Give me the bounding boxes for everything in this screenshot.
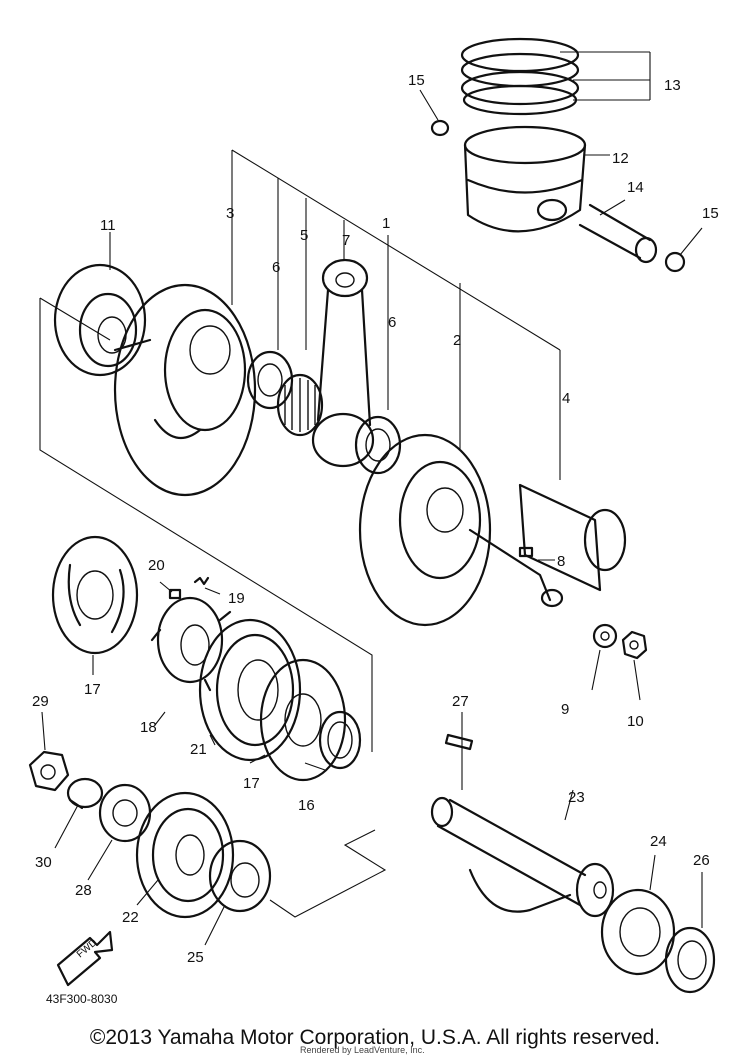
callout-17-right: 17 (243, 775, 260, 792)
callout-13: 13 (664, 77, 681, 94)
callout-24: 24 (650, 833, 667, 850)
spring-pin[interactable] (168, 588, 182, 600)
woodruff-key[interactable] (518, 546, 534, 558)
callout-5: 5 (300, 227, 308, 244)
crank-pin-bearing[interactable] (276, 373, 324, 437)
piston-pin-clip-lower[interactable] (664, 251, 686, 273)
callout-22: 22 (122, 909, 139, 926)
callout-30: 30 (35, 854, 52, 871)
callout-labels: 1 2 3 4 5 6 6 7 8 9 10 11 12 13 14 15 15… (32, 72, 719, 966)
forward-arrow-icon: FWD (56, 930, 114, 987)
crank-balancer-weight[interactable] (518, 483, 627, 592)
callout-10: 10 (627, 713, 644, 730)
lock-washer[interactable] (66, 777, 104, 810)
callout-4: 4 (562, 390, 570, 407)
callout-2: 2 (453, 332, 461, 349)
fwd-label: FWD (75, 937, 100, 960)
callout-15-upper: 15 (408, 72, 425, 89)
piston-ring-set[interactable] (460, 37, 580, 116)
callout-14: 14 (627, 179, 644, 196)
callout-1: 1 (382, 215, 390, 232)
crank-pin-washer-right[interactable] (354, 415, 402, 475)
callout-6-left: 6 (272, 259, 280, 276)
callout-28: 28 (75, 882, 92, 899)
callout-20: 20 (148, 557, 165, 574)
callout-17-left: 17 (84, 681, 101, 698)
callout-19: 19 (228, 590, 245, 607)
callout-27: 27 (452, 693, 469, 710)
callout-12: 12 (612, 150, 629, 167)
callout-3: 3 (226, 205, 234, 222)
callout-15-lower: 15 (702, 205, 719, 222)
balancer-drive-gear[interactable] (135, 791, 235, 919)
callout-25: 25 (187, 949, 204, 966)
callout-11: 11 (100, 217, 116, 234)
primary-drive-gear-hub[interactable] (150, 596, 232, 692)
callout-6-right: 6 (388, 314, 396, 331)
straight-key[interactable] (444, 733, 474, 751)
lock-plate-right[interactable] (259, 658, 347, 782)
connecting-rod[interactable] (311, 258, 375, 468)
bearing-lower[interactable] (208, 839, 272, 913)
plain-washer[interactable] (592, 623, 618, 649)
balancer-bearing[interactable] (600, 888, 676, 976)
callout-29: 29 (32, 693, 49, 710)
lock-plate-left[interactable] (51, 535, 139, 655)
oil-seal[interactable] (664, 926, 716, 994)
piston[interactable] (463, 125, 587, 233)
hex-nut-right[interactable] (621, 630, 648, 660)
spacer[interactable] (318, 710, 362, 770)
crank-wheel-right[interactable] (358, 433, 564, 627)
callout-26: 26 (693, 852, 710, 869)
callout-7: 7 (342, 232, 350, 249)
thrust-washer[interactable] (98, 783, 152, 843)
callout-18: 18 (140, 719, 157, 736)
leader-lines (39, 51, 703, 946)
drawing-code: 43F300-8030 (46, 992, 118, 1006)
hex-nut-lower[interactable] (28, 750, 70, 792)
copyright-notice: ©2013 Yamaha Motor Corporation, U.S.A. A… (89, 1026, 661, 1049)
balancer-shaft[interactable] (430, 796, 615, 918)
callout-9: 9 (561, 701, 569, 718)
crank-wheel-left[interactable] (113, 283, 257, 497)
piston-pin[interactable] (578, 203, 658, 264)
spring[interactable] (193, 576, 210, 586)
callout-23: 23 (568, 789, 585, 806)
primary-drive-gear[interactable] (198, 618, 302, 762)
callout-21: 21 (190, 741, 207, 758)
piston-pin-clip-upper[interactable] (430, 119, 450, 137)
crank-bearing-left[interactable] (53, 263, 147, 377)
callout-16: 16 (298, 797, 315, 814)
callout-8: 8 (557, 553, 565, 570)
rendered-by-note: Rendered by LeadVenture, Inc. (300, 1045, 425, 1055)
